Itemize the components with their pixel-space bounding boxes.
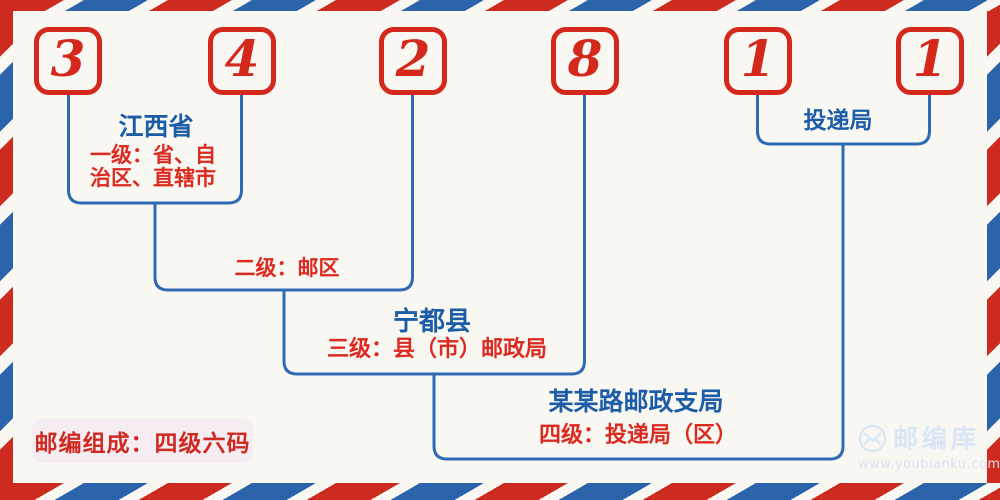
level-2-desc: 二级：邮区 [234,256,340,280]
level-1-desc: 一级：省、自 治区、直辖市 [90,144,216,190]
site-name: 邮编库 [893,424,981,453]
postal-digit-4: 8 [567,29,603,88]
site-url: www.youbianku.com [858,457,1000,472]
level-1-place: 江西省 [118,112,194,141]
postal-digit-box-2: 4 [208,27,276,95]
site-watermark: 邮编库 www.youbianku.com [858,424,1000,472]
postal-digit-box-1: 3 [34,27,102,95]
composition-note-text: 邮编组成：四级六码 [34,431,251,457]
site-logo-row: 邮编库 [858,424,1000,453]
postal-digit-box-4: 8 [551,27,619,95]
level-3-desc: 三级：县（市）邮政局 [326,337,548,362]
level-4-desc: 四级：投递局（区） [538,423,738,448]
envelope-icon [858,424,887,453]
airmail-border-top [0,0,1000,11]
level-5-bracket [756,93,931,146]
postal-digit-5: 1 [740,29,776,88]
postal-digit-box-6: 1 [896,27,964,95]
postal-digit-3: 2 [395,29,431,88]
level-3-place: 宁都县 [392,307,472,337]
level-4-bracket [432,142,845,461]
postal-digit-box-3: 2 [379,27,447,95]
airmail-border-left [0,0,13,500]
composition-note: 邮编组成：四级六码 [32,419,253,463]
postal-digit-6: 1 [912,29,948,88]
postal-digit-1: 3 [50,29,86,88]
level-1-desc-line-2: 治区、直辖市 [90,166,216,190]
postal-digit-box-5: 1 [724,27,792,95]
level-5-place: 投递局 [803,108,873,134]
postal-digit-2: 4 [224,29,260,88]
airmail-border-bottom [0,483,1000,500]
airmail-border-right [987,0,1000,500]
level-1-desc-line-1: 一级：省、自 [90,143,216,167]
level-4-place: 某某路邮政支局 [548,387,724,416]
